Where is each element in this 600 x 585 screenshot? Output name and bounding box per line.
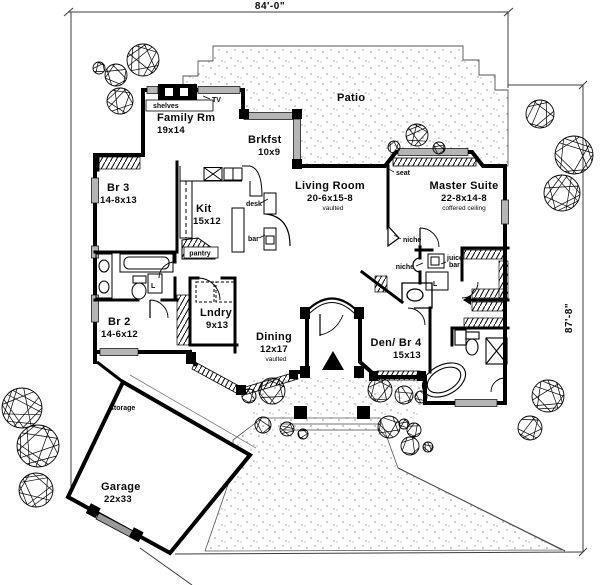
dimension-width-label: 84'-0"	[255, 1, 285, 12]
room-label-brkfst: Brkfst	[248, 134, 282, 146]
room-label-garage: Garage	[101, 481, 141, 493]
room-size-dining: 12x17	[260, 344, 288, 355]
linen-hall-label: L	[151, 283, 156, 290]
interior-walls	[93, 153, 510, 374]
room-size-br2: 14-6x12	[101, 329, 138, 340]
powder-den-bath	[374, 275, 433, 309]
entry-arrow	[322, 351, 344, 370]
room-label-br2: Br 2	[108, 316, 131, 328]
niche-upper-label: niche	[403, 237, 421, 244]
room-label-master: Master Suite	[429, 180, 498, 192]
tv-label: TV	[212, 97, 221, 104]
linen-master-label: L	[433, 281, 438, 288]
door-swings	[149, 227, 506, 393]
labels: Family Rm 19x14 Brkfst 10x9 Patio Br 3 1…	[100, 92, 498, 505]
wall-niche-arc	[412, 257, 421, 273]
room-label-br3: Br 3	[107, 182, 130, 194]
dimension-depth-label: 87'-8"	[564, 303, 575, 333]
laundry-fixtures	[195, 281, 235, 303]
niche-marker	[387, 224, 400, 248]
walkway-surface	[204, 417, 563, 552]
shelves-box	[145, 99, 214, 112]
master-juice-bar	[425, 253, 449, 291]
room-label-kit: Kit	[196, 203, 212, 215]
room-note-living: vaulted	[323, 205, 344, 212]
master-bath-fixtures	[421, 329, 508, 398]
patio-surface	[182, 45, 509, 167]
room-size-lndry: 9x13	[206, 320, 228, 331]
paved-areas	[182, 45, 563, 552]
shelves-label: shelves	[153, 103, 179, 110]
room-label-living: Living Room	[295, 180, 365, 192]
room-size-master: 22-8x14-8	[441, 193, 487, 204]
juice-bar-label-1: juice	[446, 255, 463, 262]
storage-label: storage	[110, 405, 135, 412]
room-label-patio: Patio	[337, 92, 365, 104]
seat-label: seat	[396, 170, 411, 177]
trees-layer	[1, 43, 594, 508]
room-size-den: 15x13	[393, 350, 421, 361]
bar-label: bar	[248, 236, 259, 243]
room-label-den: Den/ Br 4	[371, 337, 423, 349]
room-size-kit: 15x12	[193, 216, 221, 227]
pantry-box	[183, 246, 219, 259]
desk-label: desk	[246, 201, 262, 208]
room-size-family: 19x14	[157, 125, 185, 136]
entry-foyer	[301, 297, 363, 336]
hall-bath-fixtures	[95, 253, 174, 300]
window-sills	[191, 157, 477, 396]
niche-lower-label: niche	[396, 264, 414, 271]
closet-rods	[97, 156, 509, 346]
room-size-living: 20-6x15-8	[307, 193, 353, 204]
room-size-br3: 14-8x13	[100, 195, 137, 206]
room-note-master: coffered ceiling	[442, 205, 486, 212]
room-label-family: Family Rm	[157, 112, 215, 124]
garage-structure	[65, 360, 257, 556]
juice-bar-label-2: bar	[449, 262, 460, 269]
windows	[91, 86, 509, 407]
room-label-lndry: Lndry	[200, 307, 233, 319]
room-size-garage: 22x33	[104, 494, 132, 505]
room-label-dining: Dining	[256, 331, 292, 343]
room-note-dining: vaulted	[266, 356, 287, 363]
closet-arrow	[463, 295, 471, 305]
pantry-label: pantry	[189, 251, 211, 258]
room-size-brkfst: 10x9	[258, 147, 280, 158]
